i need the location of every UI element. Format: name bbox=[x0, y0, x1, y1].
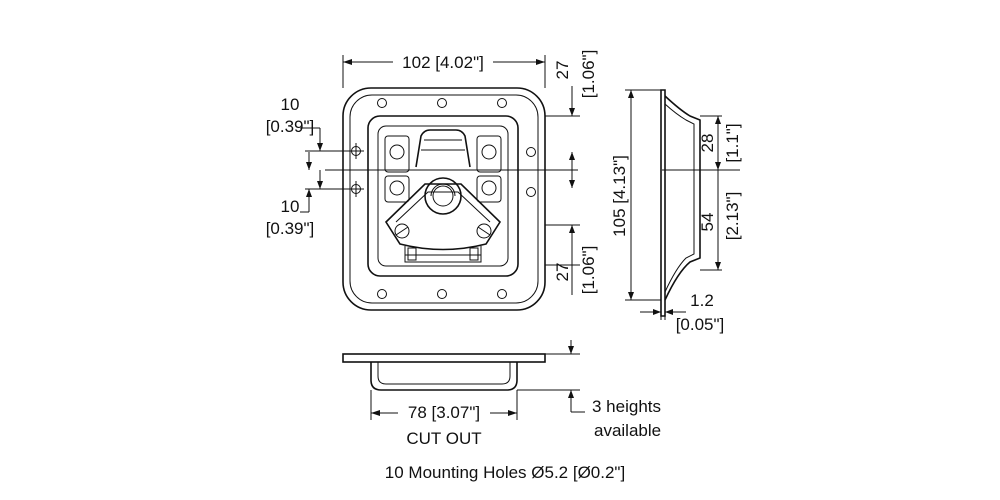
dish-outline bbox=[367, 115, 519, 277]
flange-outline bbox=[342, 87, 546, 311]
dim-thickness: 1.2 [0.05"] bbox=[640, 291, 724, 334]
mounting-hole bbox=[437, 289, 447, 299]
label-cutout-text: CUT OUT bbox=[406, 429, 481, 448]
mounting-hole bbox=[497, 98, 507, 108]
label-right-bot-mm: 27 bbox=[553, 263, 572, 282]
dish-inner bbox=[377, 125, 509, 267]
dim-side-28-54: 28 [1.1"] 54 [2.13"] bbox=[698, 116, 742, 270]
dim-right-27: 27 [1.06"] 27 [1.06"] bbox=[545, 50, 598, 295]
label-heights-line2: available bbox=[594, 421, 661, 440]
label-heights-line1: 3 heights bbox=[592, 397, 661, 416]
label-side-upper-in: [1.1"] bbox=[723, 123, 742, 162]
mounting-hole bbox=[497, 289, 507, 299]
label-right-top-in: [1.06"] bbox=[579, 50, 598, 99]
label-right-bot-in: [1.06"] bbox=[579, 246, 598, 295]
label-hole-offset-top-in: [0.39"] bbox=[266, 117, 315, 136]
footer-note: 10 Mounting Holes Ø5.2 [Ø0.2"] bbox=[385, 463, 625, 482]
mounting-holes bbox=[348, 98, 536, 299]
label-side-lower-in: [2.13"] bbox=[723, 192, 742, 241]
label-side-upper-mm: 28 bbox=[698, 134, 717, 153]
label-hole-offset-bot-in: [0.39"] bbox=[266, 219, 315, 238]
mounting-hole bbox=[526, 147, 536, 157]
mounting-hole bbox=[377, 98, 387, 108]
label-side-height: 105 [4.13"] bbox=[610, 155, 629, 237]
dim-width-102: 102 [4.02"] bbox=[342, 53, 546, 88]
label-cutout-dim: 78 [3.07"] bbox=[408, 403, 480, 422]
flange-inner-edge bbox=[349, 94, 539, 304]
bottom-view bbox=[342, 353, 580, 420]
dim-heights: 3 heights available bbox=[568, 340, 661, 440]
dim-side-height-105: 105 [4.13"] bbox=[610, 90, 634, 300]
label-hole-offset-top-mm: 10 bbox=[281, 95, 300, 114]
front-view bbox=[325, 87, 578, 311]
dim-cutout-78: 78 [3.07"] CUT OUT bbox=[371, 403, 517, 448]
label-side-lower-mm: 54 bbox=[698, 213, 717, 232]
label-hole-offset-bot-mm: 10 bbox=[281, 197, 300, 216]
dim-hole-offset-left: 10 [0.39"] 10 [0.39"] bbox=[266, 95, 356, 238]
label-width-102: 102 [4.02"] bbox=[402, 53, 484, 72]
mounting-hole bbox=[526, 187, 536, 197]
latch-mechanism bbox=[384, 129, 502, 263]
mounting-hole bbox=[437, 98, 447, 108]
mounting-hole bbox=[377, 289, 387, 299]
label-thickness-in: [0.05"] bbox=[676, 315, 725, 334]
label-right-top-mm: 27 bbox=[553, 61, 572, 80]
label-thickness-mm: 1.2 bbox=[690, 291, 714, 310]
